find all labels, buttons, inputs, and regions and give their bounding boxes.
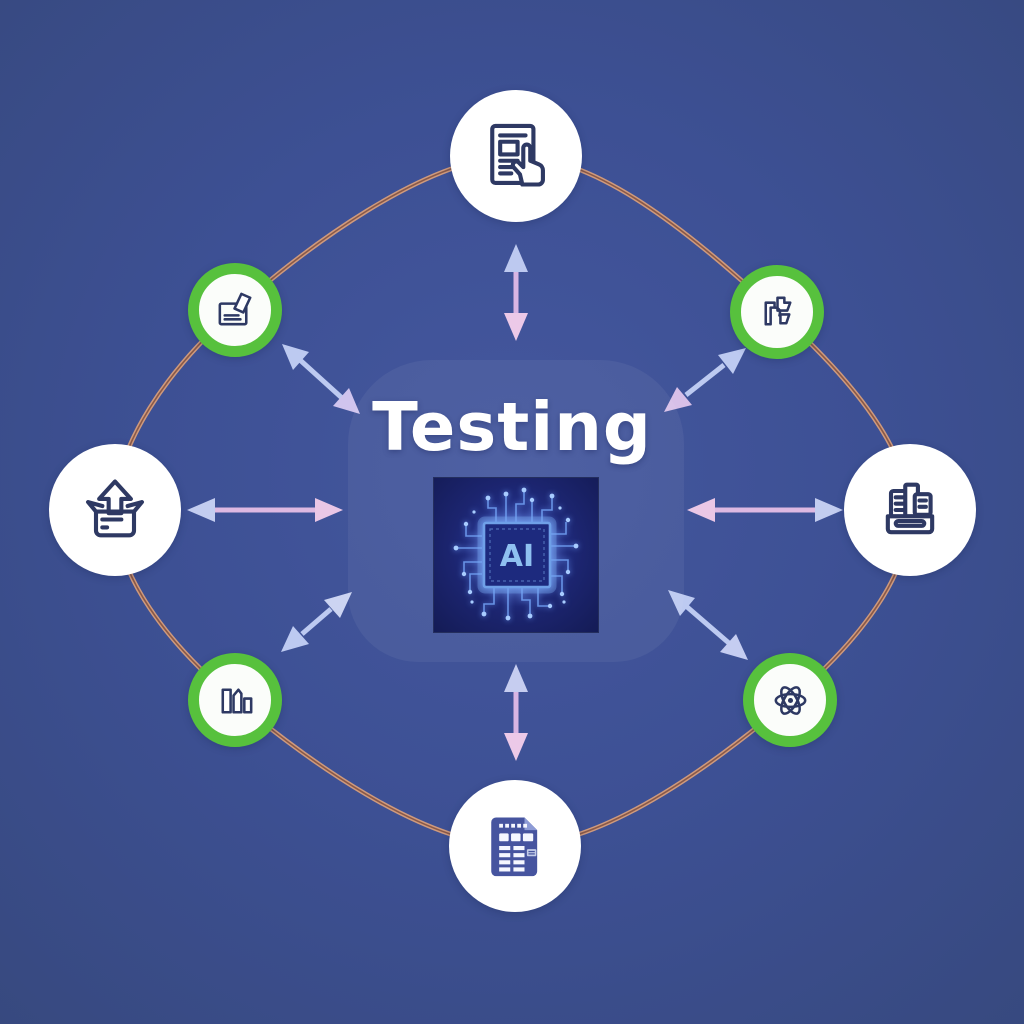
form-touch-icon xyxy=(490,123,545,187)
interlocking-blocks-icon xyxy=(763,296,792,326)
page-title: Testing xyxy=(372,388,652,466)
arrow-bottom xyxy=(504,664,528,761)
bar-chart-icon xyxy=(220,687,252,714)
node-left xyxy=(49,444,181,576)
node-top xyxy=(450,90,582,222)
box-upload-icon xyxy=(86,479,144,538)
circuit-board-icon: AI xyxy=(453,487,579,621)
arrow-top xyxy=(504,244,528,341)
arrow-bottom-right xyxy=(668,590,748,660)
node-top-left xyxy=(188,263,282,357)
arrow-top-right xyxy=(664,348,746,412)
atom-icon xyxy=(774,685,806,715)
ai-chip-tile: AI xyxy=(434,478,598,632)
ballot-document-icon xyxy=(218,292,251,325)
node-right xyxy=(844,444,976,576)
arrow-left xyxy=(187,498,343,522)
arrow-top-left xyxy=(282,344,360,414)
node-bottom-left xyxy=(188,653,282,747)
arrow-bottom-left xyxy=(281,592,352,652)
ai-chip-label: AI xyxy=(500,539,534,574)
printer-documents-icon xyxy=(885,482,935,535)
arrow-right xyxy=(687,498,843,522)
node-bottom-right xyxy=(743,653,837,747)
spreadsheet-document-icon xyxy=(491,817,538,877)
node-top-right xyxy=(730,265,824,359)
node-bottom xyxy=(449,780,581,912)
